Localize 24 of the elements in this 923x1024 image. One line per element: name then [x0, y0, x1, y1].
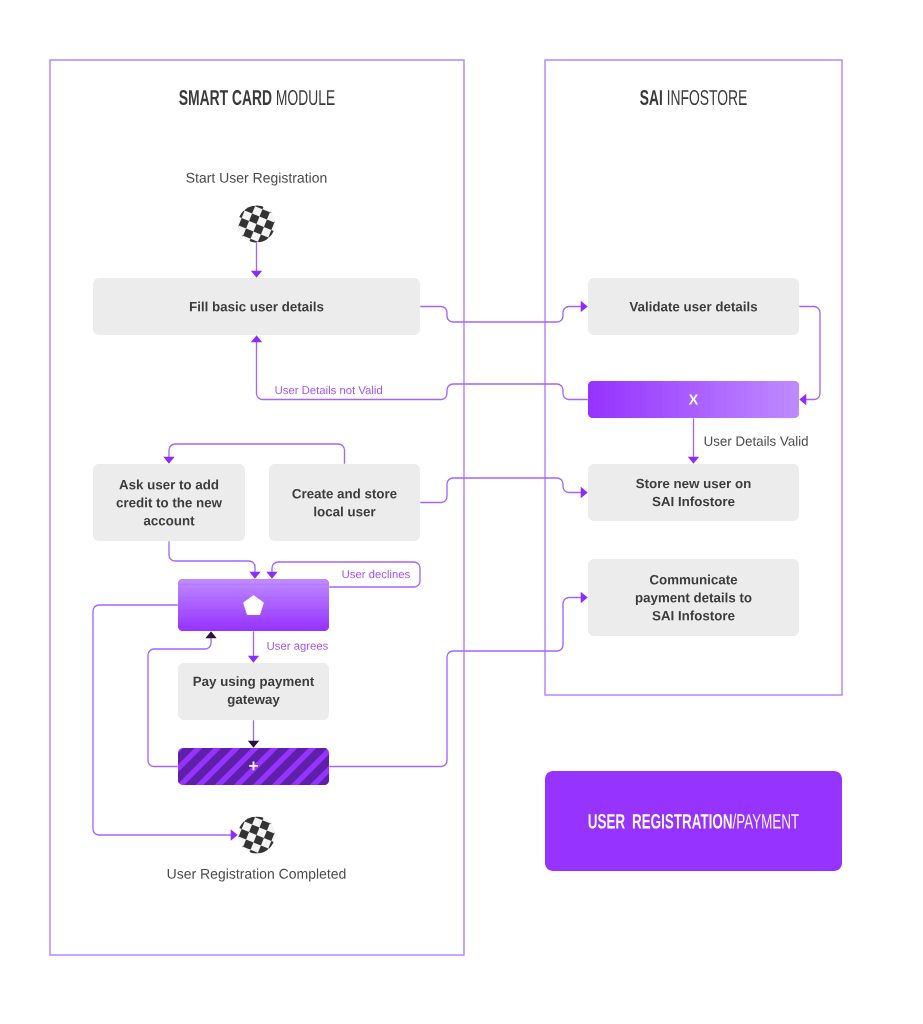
- arrow: [798, 305, 821, 406]
- checkered-circle: [238, 205, 275, 243]
- process-box: Ask user to add credit to the new account: [93, 464, 245, 541]
- process-box: Fill basic user details: [93, 278, 420, 335]
- checkered-circle: [238, 816, 275, 854]
- edge-label: User Details not Valid: [273, 384, 385, 396]
- arrow: [168, 540, 261, 579]
- arrow: [419, 477, 588, 504]
- node-caption: User Registration Completed: [167, 868, 346, 882]
- edge-label: User declines: [340, 568, 412, 580]
- arrow: [250, 335, 589, 401]
- edge-label: User Details Valid: [702, 434, 810, 448]
- gateway-bar: X: [588, 381, 799, 418]
- title-box: USER REGISTRATION/PAYMENT: [545, 771, 842, 871]
- arrow: [419, 300, 588, 323]
- process-box: Store new user on SAI Infostore: [588, 464, 799, 521]
- process-box: Validate user details: [588, 278, 799, 335]
- striped-gateway-bar: +: [178, 748, 329, 785]
- process-box: Create and store local user: [269, 464, 420, 541]
- arrow: [328, 591, 588, 768]
- process-box: Pay using payment gateway: [178, 663, 329, 720]
- process-box: Communicate payment details to SAI Infostore: [588, 559, 799, 636]
- node-caption: Start User Registration: [186, 172, 327, 186]
- edge-label: User agrees: [265, 640, 330, 654]
